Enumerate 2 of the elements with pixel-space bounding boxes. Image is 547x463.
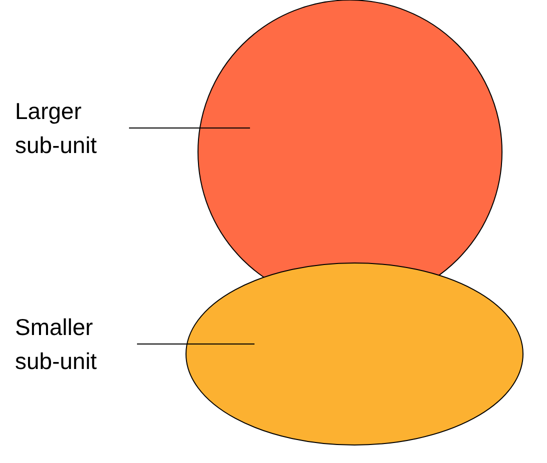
part-label: Larger sub-unit xyxy=(15,97,98,160)
part-label: Smaller sub-unit xyxy=(15,313,98,376)
